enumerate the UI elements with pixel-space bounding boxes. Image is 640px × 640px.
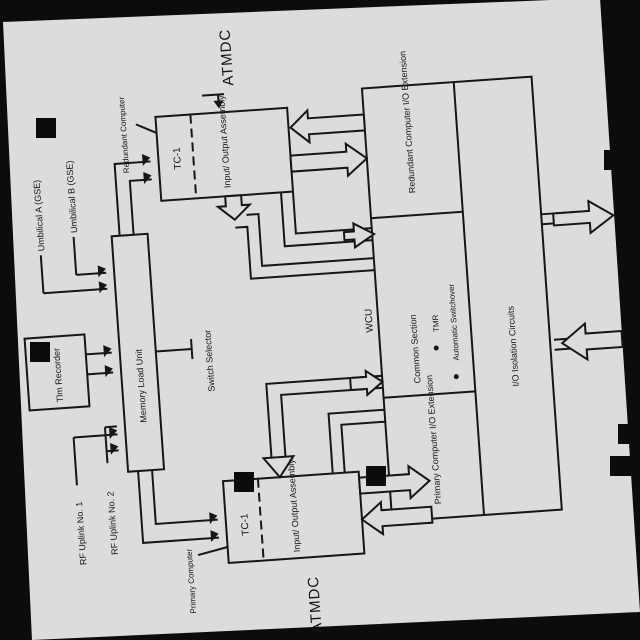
tmr-label: TMR bbox=[431, 314, 441, 332]
switch-selector-label: Switch Selector bbox=[202, 329, 216, 392]
io-isolation-divider bbox=[452, 82, 486, 516]
wcu-block bbox=[360, 75, 563, 523]
arrow-wcu-to-bottom-ioa bbox=[360, 500, 434, 537]
redundant-section-divider bbox=[370, 210, 463, 220]
signal-arrowheads bbox=[97, 100, 224, 543]
arrow-wcu-to-top-ioa bbox=[289, 108, 366, 145]
tc1-top-label: TC-1 bbox=[172, 147, 185, 170]
umbilical-a-label: Umbilical A (GSE) bbox=[32, 180, 47, 252]
tlm-recorder-block bbox=[23, 333, 91, 412]
rf-uplink-2-line bbox=[103, 427, 109, 464]
tlm-recorder-label: Tlm Recorder bbox=[51, 348, 65, 403]
tc1-bottom-label: TC-1 bbox=[239, 513, 252, 536]
tc1-ioa-bottom-block bbox=[221, 470, 366, 565]
umbilical-b-line bbox=[72, 236, 78, 275]
arrow-io-in bbox=[560, 321, 624, 362]
paper-sheet bbox=[3, 0, 640, 640]
arrow-io-out bbox=[552, 199, 616, 235]
rf-uplink-2-label: RF Uplink No. 2 bbox=[105, 491, 119, 555]
wcu-label: WCU bbox=[363, 308, 376, 333]
primary-section-divider bbox=[383, 390, 476, 399]
redaction-marks bbox=[30, 118, 640, 492]
arrow-bottom-ioa-to-wcu bbox=[358, 464, 432, 501]
umbilical-a-line bbox=[39, 255, 45, 294]
switch-selector-line bbox=[155, 348, 192, 353]
arrow-bus-to-bottom-ioa bbox=[261, 455, 296, 479]
common-section-label: Common Section bbox=[408, 314, 423, 384]
rf-uplink-1-line bbox=[72, 437, 78, 486]
bus-arrows bbox=[215, 108, 624, 537]
atmdc-top-label: ATMDC bbox=[216, 28, 237, 86]
arrow-top-ioa-to-wcu bbox=[289, 141, 369, 178]
rf-uplink-1-label: RF Uplink No. 1 bbox=[74, 501, 88, 565]
atmdc-bottom-label: ATMDC bbox=[305, 575, 326, 633]
